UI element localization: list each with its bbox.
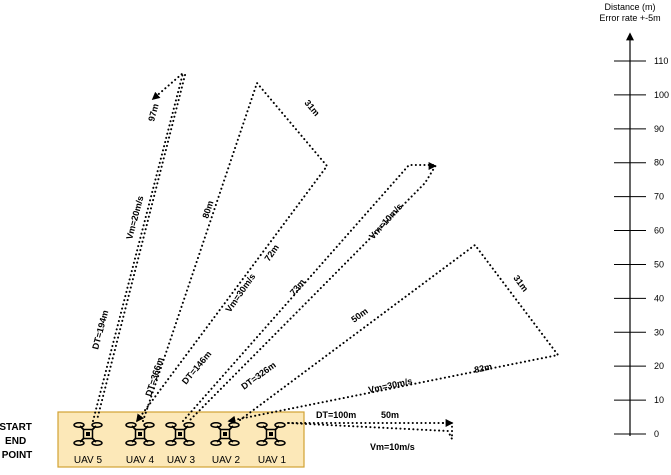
scale-title: Distance (m)	[604, 2, 655, 12]
uav4-dt-label: DT=366m	[143, 356, 165, 397]
uav4-leg3-label: 72m	[262, 243, 281, 263]
uav5-dt-label: DT=194m	[90, 309, 110, 350]
start-end-box	[57, 411, 305, 468]
start-end-label: START END POINT	[0, 422, 35, 461]
uav3-speed-label: Vm=10m/s	[367, 201, 404, 241]
uav-4-path	[136, 80, 329, 423]
uav-2-label: UAV 2	[212, 455, 241, 466]
scale-tick-label: 110	[654, 56, 668, 66]
scale-tick-label: 30	[654, 327, 664, 337]
uav2-leg1-label: 50m	[349, 306, 369, 325]
uav4-speed-label: Vm=30m/s	[223, 272, 257, 314]
uav5-leg-label: 97m	[146, 103, 160, 123]
uav-4-label: UAV 4	[126, 455, 155, 466]
uav-5-path	[92, 70, 185, 422]
uav1-leg-label: 50m	[381, 410, 399, 420]
uav1-speed-label: Vm=10m/s	[370, 442, 415, 452]
uav1-dt-label: DT=100m	[316, 410, 356, 420]
scale-subtitle: Error rate +-5m	[599, 13, 660, 23]
uav-5-label: UAV 5	[74, 455, 103, 466]
uav3-leg-label: 73m	[288, 277, 307, 297]
uav4-leg1-label: 80m	[200, 199, 215, 219]
uav-1-label: UAV 1	[258, 455, 287, 466]
uav-3-label: UAV 3	[167, 455, 196, 466]
scale-tick-label: 0	[654, 429, 659, 439]
scale-tick-label: 20	[654, 361, 664, 371]
scale-tick-label: 90	[654, 124, 664, 134]
uav4-leg2-label: 31m	[302, 98, 321, 118]
scale-tick-label: 40	[654, 293, 664, 303]
scale-tick-label: 100	[654, 90, 669, 100]
scale-tick-label: 80	[654, 158, 664, 168]
scale-tick-label: 50	[654, 259, 664, 269]
scale-tick-label: 70	[654, 192, 664, 202]
uav2-leg3-label: 82m	[473, 361, 493, 375]
scale-tick-label: 60	[654, 226, 664, 236]
uav3-dt-label: DT=146m	[180, 349, 214, 386]
uav-1-path	[287, 422, 453, 440]
uav2-leg2-label: 31m	[511, 273, 530, 293]
uav2-speed-label: Vm=30m/s	[367, 376, 413, 395]
uav-2-path	[227, 243, 560, 424]
scale-tick-label: 10	[654, 395, 664, 405]
uav-3-path	[182, 164, 438, 422]
uav-5-return	[96, 74, 186, 421]
